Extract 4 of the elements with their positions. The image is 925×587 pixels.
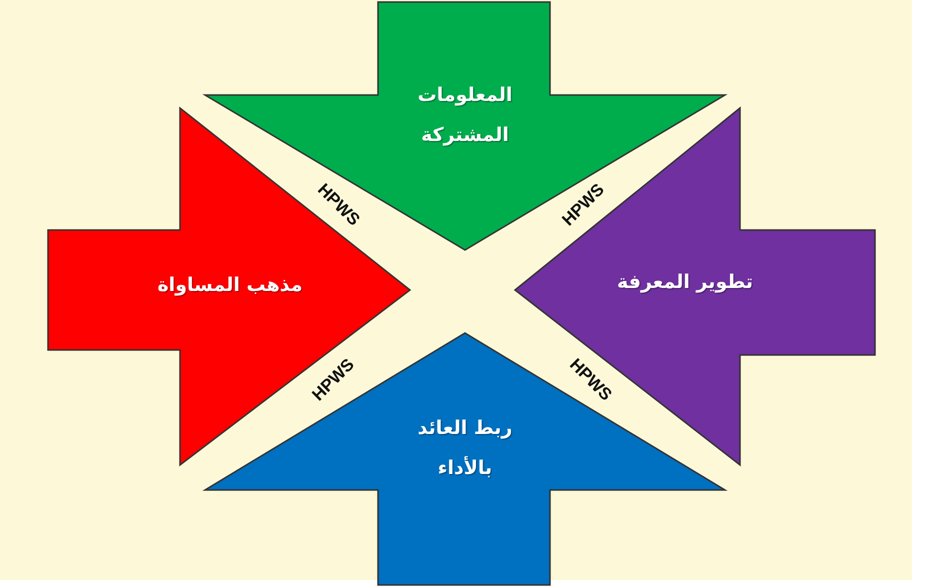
arrow-label: ربط العائد بالأداء — [416, 416, 514, 481]
arrow-label: المعلومات المشتركة — [416, 83, 514, 148]
arrow-label: تطوير المعرفة — [616, 270, 754, 295]
arrow-label: مذهب المساواة — [156, 273, 304, 298]
